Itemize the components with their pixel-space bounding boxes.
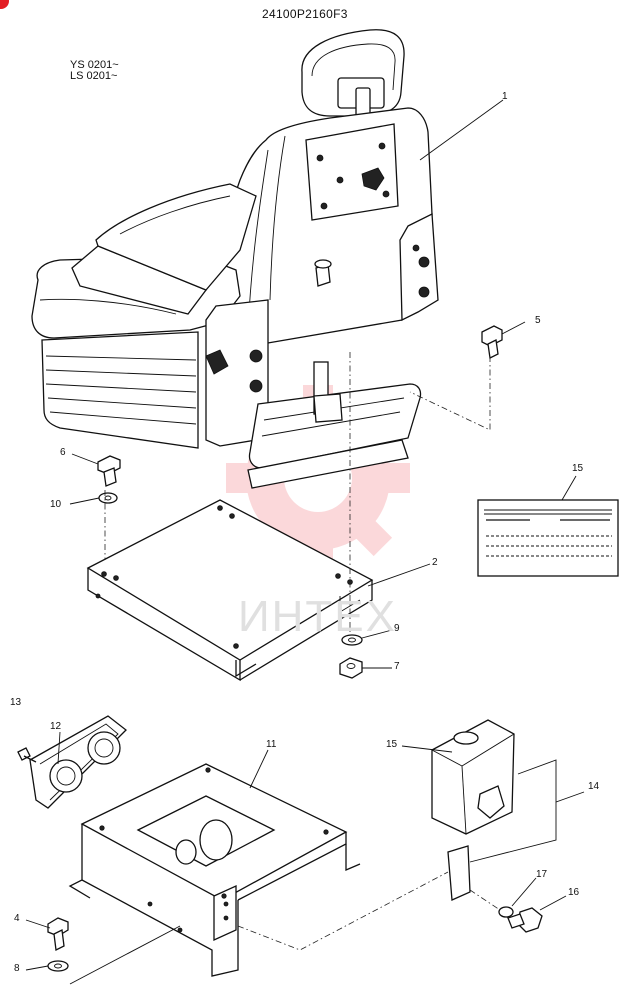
callout-10: 10: [50, 499, 62, 510]
callout-8: 8: [14, 963, 20, 974]
callout-2: 2: [432, 557, 438, 568]
callout-6: 6: [60, 447, 66, 458]
switch-panel-12: [17, 715, 127, 809]
bolt-4: [47, 917, 69, 951]
washer-8: [47, 960, 69, 972]
callout-9: 9: [394, 623, 400, 634]
washer-17: [498, 906, 514, 918]
callout-15-tank: 15: [386, 739, 398, 750]
washer-10: [98, 492, 118, 504]
watermark-text: ИНТЕХ: [238, 592, 397, 641]
callout-leader-lines: [25, 99, 585, 985]
callout-1: 1: [502, 91, 508, 102]
seat-stand-frame-11: [68, 763, 361, 977]
callout-15-label: 15: [572, 463, 584, 474]
bolt-6: [97, 455, 121, 487]
nut-7: [339, 657, 363, 679]
callout-4: 4: [14, 913, 20, 924]
callout-14: 14: [588, 781, 600, 792]
bolt-5: [481, 325, 503, 359]
seat-mounting-plate: [86, 499, 374, 682]
assembly-center-lines: [104, 352, 501, 951]
callout-16: 16: [568, 887, 580, 898]
callout-5: 5: [535, 315, 541, 326]
bolt-16: [507, 907, 543, 933]
callout-13: 13: [10, 697, 22, 708]
document-number: 24100P2160F3: [262, 7, 348, 21]
water-tank-14: [431, 719, 515, 901]
serial-range-ls: LS 0201~: [70, 70, 118, 82]
washer-9: [341, 634, 363, 646]
caution-label-plate-15: [477, 499, 619, 577]
callout-12: 12: [50, 721, 62, 732]
operator-seat-assembly: [31, 29, 439, 489]
callout-11: 11: [266, 739, 277, 750]
serial-range-ys: YS 0201~: [70, 59, 119, 71]
callout-7: 7: [394, 661, 400, 672]
callout-17: 17: [536, 869, 548, 880]
corner-badge: [0, 0, 9, 9]
